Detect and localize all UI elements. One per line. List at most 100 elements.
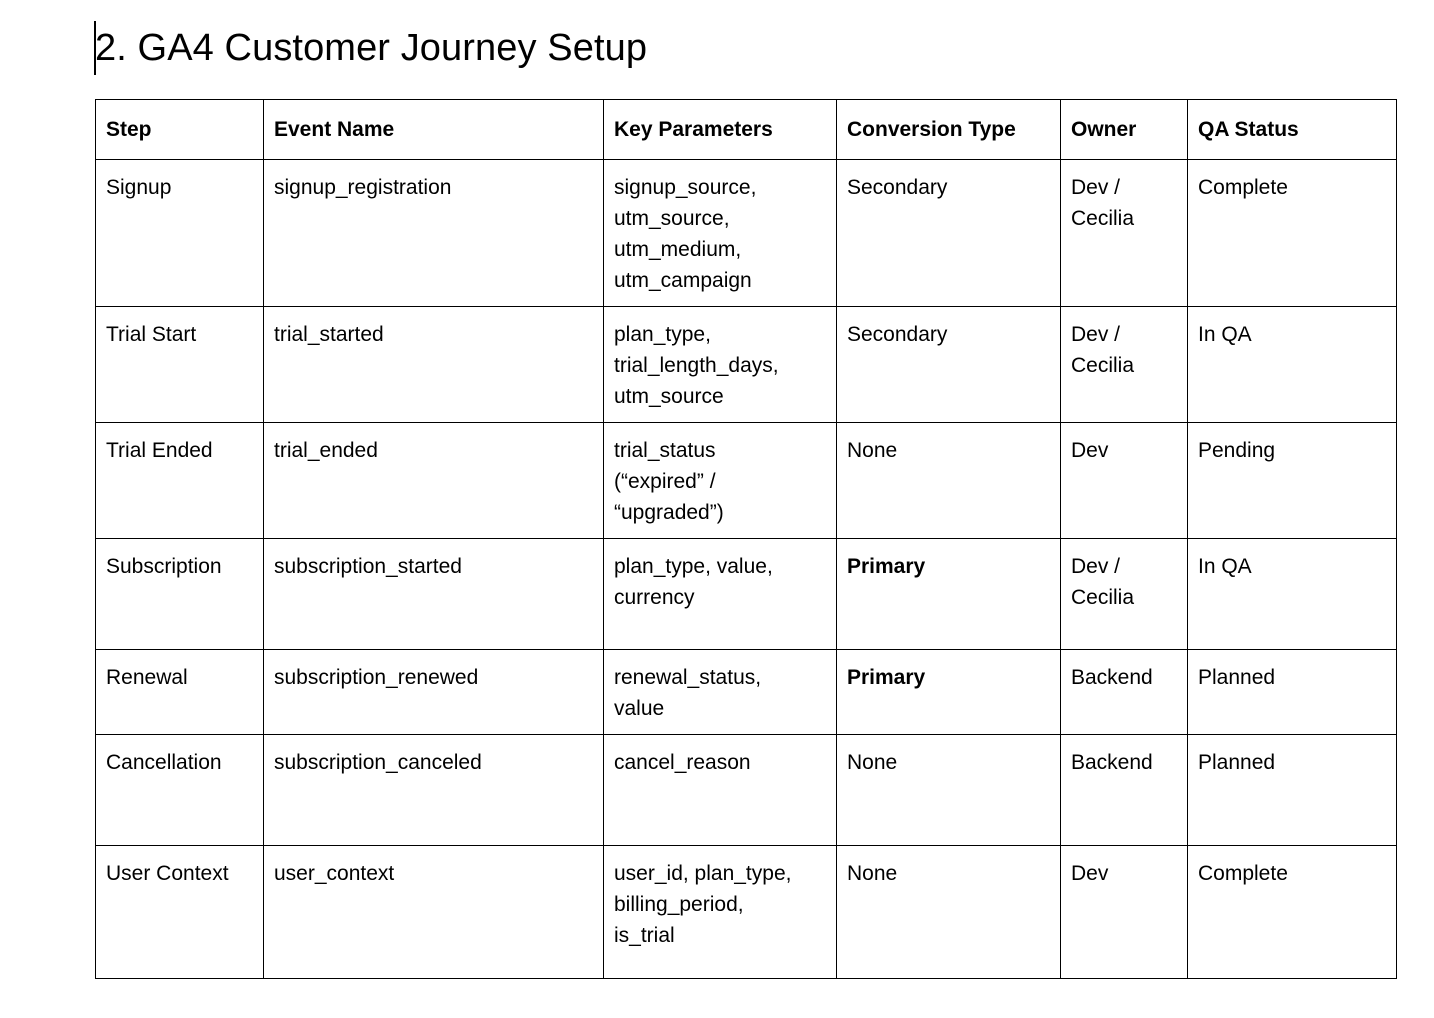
cell-owner[interactable]: Dev / Cecilia <box>1060 538 1188 650</box>
cell-conversion-type-text: Primary <box>847 666 926 689</box>
cell-event-name-text: subscription_started <box>274 555 462 578</box>
cell-step-text: Subscription <box>106 555 222 578</box>
cell-owner[interactable]: Dev <box>1060 845 1188 979</box>
column-header-conversion-type: Conversion Type <box>836 99 1061 160</box>
cell-qa-status-text: Planned <box>1198 751 1276 774</box>
column-header-step: Step <box>95 99 264 160</box>
cell-event-name[interactable]: trial_started <box>263 306 604 423</box>
cell-conversion-type-text: Primary <box>847 555 926 578</box>
cell-owner[interactable]: Backend <box>1060 734 1188 846</box>
cell-qa-status[interactable]: In QA <box>1187 538 1397 650</box>
cell-owner[interactable]: Dev / Cecilia <box>1060 306 1188 423</box>
cell-key-parameters-text: trial_status (“expired” / “upgraded”) <box>614 439 724 524</box>
cell-event-name-text: subscription_renewed <box>274 666 479 689</box>
cell-key-parameters-text: plan_type, trial_length_days, utm_source <box>614 323 779 408</box>
cell-owner[interactable]: Dev <box>1060 422 1188 539</box>
column-header-event-name: Event Name <box>263 99 604 160</box>
cell-key-parameters[interactable]: trial_status (“expired” / “upgraded”) <box>603 422 837 539</box>
cell-conversion-type[interactable]: None <box>836 734 1061 846</box>
cell-qa-status[interactable]: Complete <box>1187 845 1397 979</box>
table-row: Trial Start trial_started plan_type, tri… <box>95 306 1397 423</box>
cell-qa-status[interactable]: Pending <box>1187 422 1397 539</box>
cell-qa-status-text: Complete <box>1198 862 1288 885</box>
table-row: Signup signup_registration signup_source… <box>95 159 1397 307</box>
column-header-owner: Owner <box>1060 99 1188 160</box>
cell-key-parameters-text: plan_type, value, currency <box>614 555 773 609</box>
table-row: User Context user_context user_id, plan_… <box>95 845 1397 979</box>
cell-key-parameters[interactable]: plan_type, value, currency <box>603 538 837 650</box>
cell-step-text: Trial Ended <box>106 439 213 462</box>
cell-event-name[interactable]: subscription_renewed <box>263 649 604 735</box>
cell-key-parameters-text: renewal_status, value <box>614 666 762 720</box>
column-header-qa-status: QA Status <box>1187 99 1397 160</box>
cell-key-parameters[interactable]: cancel_reason <box>603 734 837 846</box>
cell-key-parameters-text: cancel_reason <box>614 751 751 774</box>
cell-conversion-type[interactable]: Primary <box>836 649 1061 735</box>
cell-event-name-text: user_context <box>274 862 395 885</box>
cell-conversion-type[interactable]: None <box>836 845 1061 979</box>
cell-step[interactable]: Cancellation <box>95 734 264 846</box>
cell-key-parameters[interactable]: plan_type, trial_length_days, utm_source <box>603 306 837 423</box>
cell-key-parameters-text: signup_source, utm_source, utm_medium, u… <box>614 176 757 292</box>
cell-step[interactable]: User Context <box>95 845 264 979</box>
cell-qa-status[interactable]: Planned <box>1187 649 1397 735</box>
cell-key-parameters-text: user_id, plan_type, billing_period, is_t… <box>614 862 792 947</box>
cell-qa-status-text: In QA <box>1198 555 1252 578</box>
cell-key-parameters[interactable]: renewal_status, value <box>603 649 837 735</box>
cell-key-parameters[interactable]: user_id, plan_type, billing_period, is_t… <box>603 845 837 979</box>
cell-key-parameters[interactable]: signup_source, utm_source, utm_medium, u… <box>603 159 837 307</box>
cell-conversion-type-text: Secondary <box>847 323 948 346</box>
table-body: Signup signup_registration signup_source… <box>95 159 1397 979</box>
cell-owner[interactable]: Dev / Cecilia <box>1060 159 1188 307</box>
cell-event-name-text: signup_registration <box>274 176 452 199</box>
cell-step[interactable]: Signup <box>95 159 264 307</box>
cell-event-name[interactable]: subscription_started <box>263 538 604 650</box>
cell-event-name[interactable]: signup_registration <box>263 159 604 307</box>
page-title: 2. GA4 Customer Journey Setup <box>95 27 648 69</box>
table-header-row: Step Event Name Key Parameters Conversio… <box>95 99 1397 160</box>
cell-step-text: Signup <box>106 176 172 199</box>
cell-owner-text: Dev / Cecilia <box>1071 323 1135 377</box>
table-row: Cancellation subscription_canceled cance… <box>95 734 1397 846</box>
cell-owner-text: Dev <box>1071 439 1109 462</box>
cell-qa-status-text: Complete <box>1198 176 1288 199</box>
cell-owner-text: Backend <box>1071 751 1153 774</box>
cell-conversion-type-text: Secondary <box>847 176 948 199</box>
cell-event-name-text: trial_started <box>274 323 384 346</box>
cell-conversion-type[interactable]: Secondary <box>836 159 1061 307</box>
cell-event-name[interactable]: user_context <box>263 845 604 979</box>
cell-event-name-text: subscription_canceled <box>274 751 482 774</box>
ga4-customer-journey-table: Step Event Name Key Parameters Conversio… <box>95 99 1397 979</box>
cell-conversion-type[interactable]: Primary <box>836 538 1061 650</box>
cell-event-name[interactable]: subscription_canceled <box>263 734 604 846</box>
cell-owner-text: Dev / Cecilia <box>1071 176 1135 230</box>
cell-qa-status-text: In QA <box>1198 323 1252 346</box>
cell-qa-status[interactable]: In QA <box>1187 306 1397 423</box>
cell-step-text: Cancellation <box>106 751 222 774</box>
cell-step-text: User Context <box>106 862 229 885</box>
cell-conversion-type-text: None <box>847 751 898 774</box>
cell-conversion-type[interactable]: None <box>836 422 1061 539</box>
table-header: Step Event Name Key Parameters Conversio… <box>95 99 1397 160</box>
table-row: Trial Ended trial_ended trial_status (“e… <box>95 422 1397 539</box>
cell-owner-text: Backend <box>1071 666 1153 689</box>
cell-step[interactable]: Trial Ended <box>95 422 264 539</box>
cell-step[interactable]: Trial Start <box>95 306 264 423</box>
cell-qa-status[interactable]: Complete <box>1187 159 1397 307</box>
cell-owner[interactable]: Backend <box>1060 649 1188 735</box>
cell-qa-status-text: Planned <box>1198 666 1276 689</box>
table-row: Renewal subscription_renewed renewal_sta… <box>95 649 1397 735</box>
cell-qa-status[interactable]: Planned <box>1187 734 1397 846</box>
table-row: Subscription subscription_started plan_t… <box>95 538 1397 650</box>
cell-step[interactable]: Renewal <box>95 649 264 735</box>
cell-conversion-type-text: None <box>847 862 898 885</box>
cell-step[interactable]: Subscription <box>95 538 264 650</box>
text-caret <box>94 21 96 75</box>
cell-owner-text: Dev <box>1071 862 1109 885</box>
cell-event-name[interactable]: trial_ended <box>263 422 604 539</box>
cell-conversion-type-text: None <box>847 439 898 462</box>
column-header-key-parameters: Key Parameters <box>603 99 837 160</box>
cell-event-name-text: trial_ended <box>274 439 378 462</box>
cell-conversion-type[interactable]: Secondary <box>836 306 1061 423</box>
